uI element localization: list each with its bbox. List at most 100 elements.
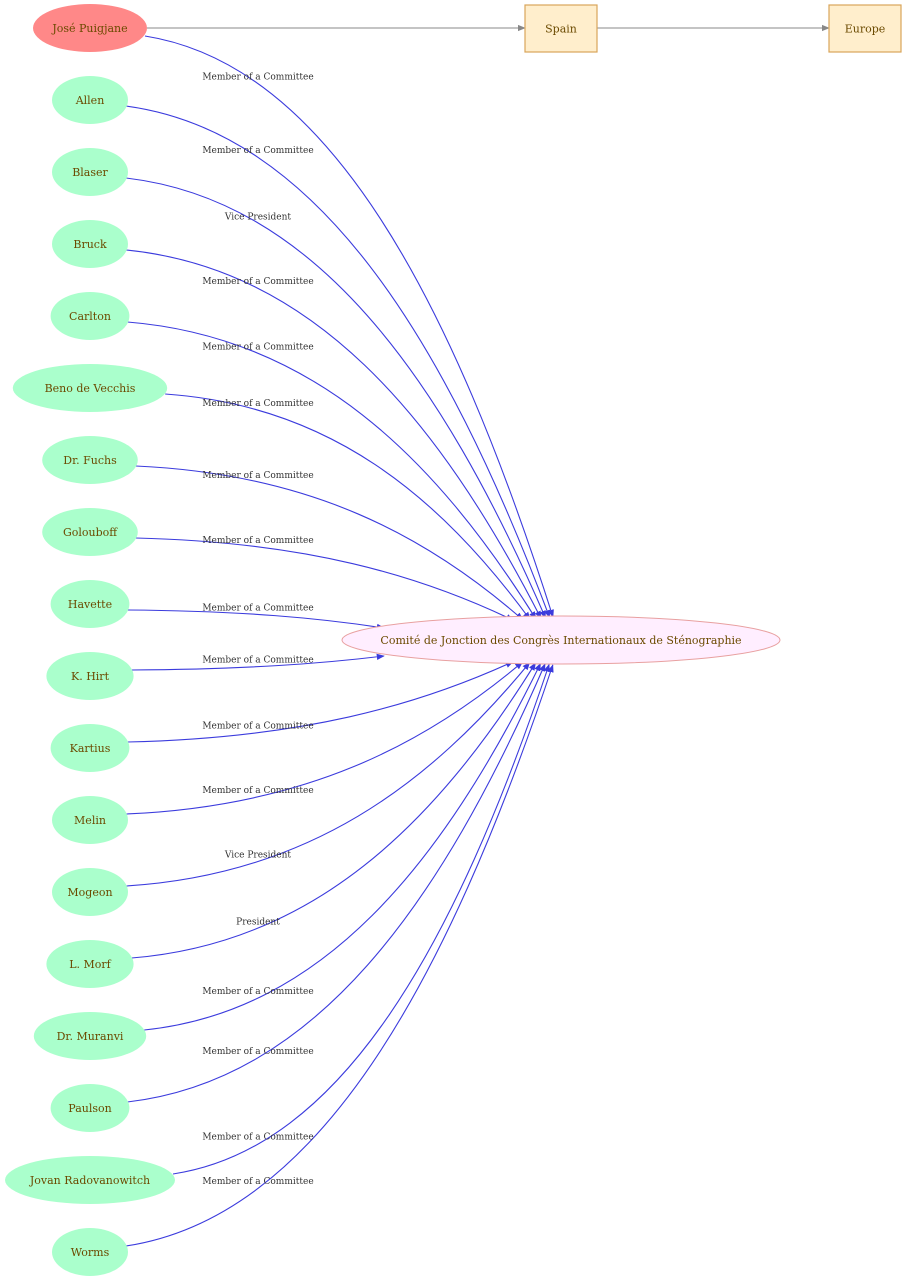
person-node-label: Dr. Fuchs	[63, 454, 117, 467]
edge-label: Vice President	[224, 212, 292, 222]
org-node-shape	[341, 615, 781, 665]
person-node-label: Mogeon	[67, 886, 112, 899]
person-node-shape	[12, 364, 168, 412]
edge-label: Member of a Committee	[202, 604, 313, 614]
edge-k-hirt-to-org	[131, 653, 385, 671]
person-node-jose-puigjane: José Puigjane	[33, 4, 147, 52]
org-node: Comité de Jonction des Congrès Internati…	[341, 615, 781, 665]
edge-label: Member of a Committee	[202, 1133, 313, 1143]
person-node-label: K. Hirt	[71, 670, 110, 683]
place-node-europe: Europe	[828, 4, 902, 53]
person-node-label: Allen	[75, 94, 105, 107]
edge-dr-muranvi-to-org	[144, 662, 541, 1031]
edge-label: Member of a Committee	[202, 987, 313, 997]
person-node-shape	[52, 148, 128, 196]
person-node-label: L. Morf	[69, 958, 111, 971]
person-node-melin: Melin	[52, 796, 128, 844]
person-node-shape	[5, 1156, 175, 1204]
person-node-shape	[42, 508, 138, 556]
edge-label: Member of a Committee	[202, 146, 313, 156]
edge-label: Member of a Committee	[202, 656, 313, 666]
edges-layer	[125, 24, 830, 1247]
person-node-golouboff: Golouboff	[42, 508, 138, 556]
edge-label: Member of a Committee	[202, 722, 313, 732]
edge-havette-to-org	[127, 609, 385, 631]
org-node-label: Comité de Jonction des Congrès Internati…	[380, 634, 741, 647]
person-node-shape	[52, 220, 128, 268]
person-node-l-morf: L. Morf	[46, 940, 134, 988]
edge-jovan-radovanowitch-to-org	[172, 663, 550, 1175]
edge-golouboff-to-org	[135, 537, 515, 621]
edge-label: Member of a Committee	[202, 1047, 313, 1057]
person-node-shape	[46, 940, 134, 988]
edge-beno-de-vecchis-to-org	[165, 393, 531, 621]
edge-label: Member of a Committee	[202, 536, 313, 546]
person-node-label: Jovan Radovanowitch	[29, 1174, 150, 1187]
edge-label: Member of a Committee	[202, 73, 313, 83]
person-node-shape	[52, 76, 128, 124]
person-node-shape	[52, 796, 128, 844]
edge-dr-fuchs-to-org	[135, 465, 524, 621]
edge-label: Member of a Committee	[202, 1177, 313, 1187]
edge-blaser-to-org	[125, 177, 547, 619]
person-node-label: Bruck	[73, 238, 107, 251]
edge-kartius-to-org	[127, 661, 514, 743]
place-node-shape	[524, 4, 598, 53]
edge-bruck-to-org	[125, 249, 542, 620]
edge-label: Member of a Committee	[202, 471, 313, 481]
person-node-allen: Allen	[52, 76, 128, 124]
person-node-dr-fuchs: Dr. Fuchs	[42, 436, 138, 484]
edge-label: Member of a Committee	[202, 343, 313, 353]
edge-mogeon-to-org	[125, 661, 531, 887]
person-node-shape	[33, 1012, 147, 1060]
person-node-label: Paulson	[68, 1102, 111, 1115]
person-node-dr-muranvi: Dr. Muranvi	[33, 1012, 147, 1060]
person-node-shape	[50, 292, 130, 340]
person-node-label: Golouboff	[63, 526, 118, 539]
person-node-label: Kartius	[70, 742, 111, 755]
person-node-shape	[50, 724, 130, 772]
person-node-label: Melin	[74, 814, 106, 827]
highlight-node-shape	[33, 4, 147, 52]
person-node-label: Havette	[68, 598, 112, 611]
person-node-shape	[52, 1228, 128, 1276]
edge-l-morf-to-org	[131, 662, 536, 959]
edge-label: Member of a Committee	[202, 399, 313, 409]
edge-label: Member of a Committee	[202, 786, 313, 796]
person-node-kartius: Kartius	[50, 724, 130, 772]
person-node-label: Worms	[71, 1246, 110, 1259]
edge-label: Member of a Committee	[202, 277, 313, 287]
edge-jose-puigjane-to-org	[144, 35, 554, 618]
person-node-blaser: Blaser	[52, 148, 128, 196]
edge-carlton-to-org	[127, 321, 537, 620]
person-node-carlton: Carlton	[50, 292, 130, 340]
edge-paulson-to-org	[127, 663, 546, 1103]
person-node-label: Beno de Vecchis	[45, 382, 136, 395]
place-node-shape	[828, 4, 902, 53]
person-node-mogeon: Mogeon	[52, 868, 128, 916]
edge-worms-to-org	[125, 664, 554, 1247]
nodes-layer: Comité de Jonction des Congrès Internati…	[5, 4, 902, 1276]
place-node-spain: Spain	[524, 4, 598, 53]
person-node-beno-de-vecchis: Beno de Vecchis	[12, 364, 168, 412]
person-node-paulson: Paulson	[50, 1084, 130, 1132]
person-node-worms: Worms	[52, 1228, 128, 1276]
person-node-jovan-radovanowitch: Jovan Radovanowitch	[5, 1156, 175, 1204]
person-node-label: Carlton	[69, 310, 111, 323]
person-node-shape	[42, 436, 138, 484]
person-node-bruck: Bruck	[52, 220, 128, 268]
person-node-label: Dr. Muranvi	[57, 1030, 124, 1043]
person-node-shape	[50, 580, 130, 628]
place-node-label: Europe	[845, 23, 886, 36]
person-node-k-hirt: K. Hirt	[46, 652, 134, 700]
highlight-node-label: José Puigjane	[51, 22, 127, 35]
edge-allen-to-org	[125, 105, 551, 619]
person-node-havette: Havette	[50, 580, 130, 628]
person-node-shape	[46, 652, 134, 700]
person-node-label: Blaser	[72, 166, 108, 179]
edge-label: Vice President	[224, 851, 292, 861]
place-node-label: Spain	[545, 23, 577, 36]
edge-melin-to-org	[125, 661, 524, 815]
